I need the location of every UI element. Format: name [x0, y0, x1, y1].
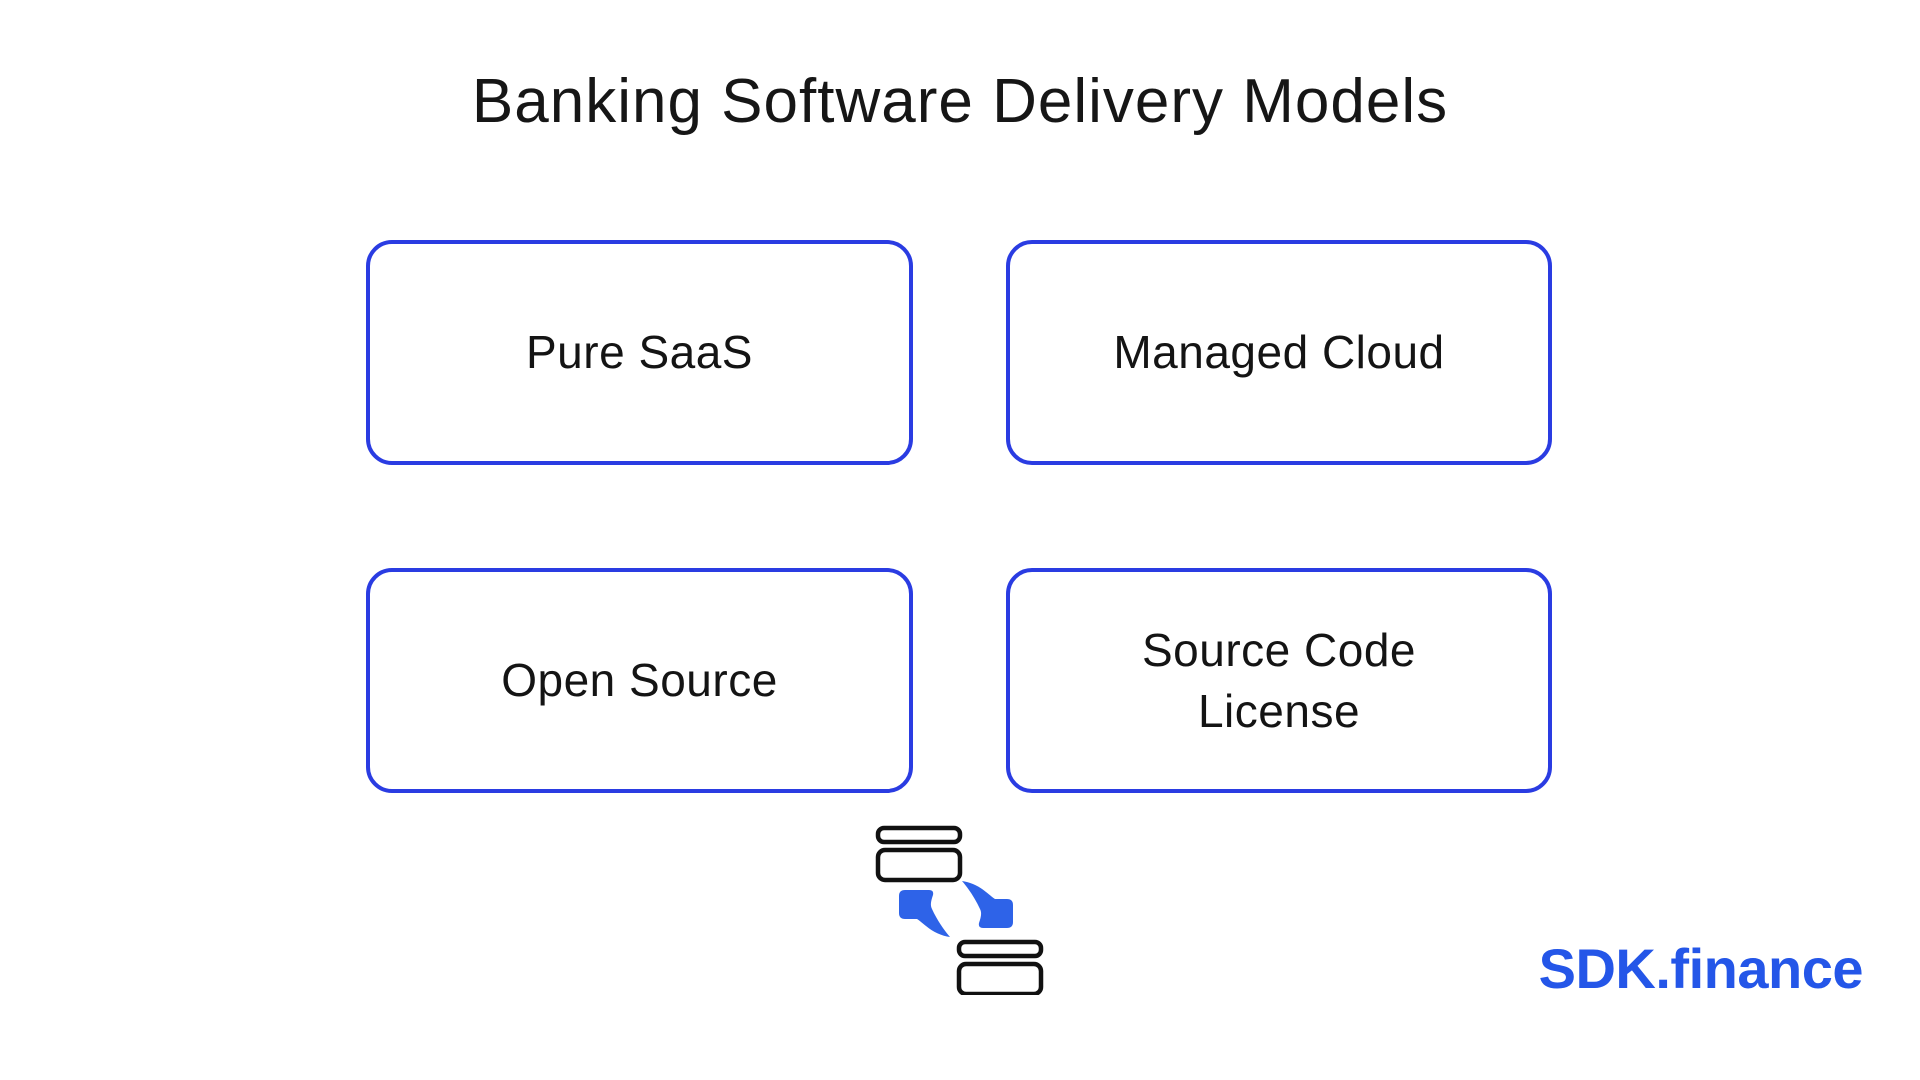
sdk-finance-logo: SDK.finance [1538, 937, 1864, 1000]
card-transfer-icon [875, 823, 1045, 995]
card-bottom [956, 939, 1044, 995]
card-top [875, 825, 963, 883]
model-box-open-source: Open Source [366, 568, 913, 793]
arrow-down-right [962, 881, 1013, 928]
page-title: Banking Software Delivery Models [471, 67, 1449, 136]
model-box-pure-saas: Pure SaaS [366, 240, 913, 465]
model-box-label: Open Source [501, 654, 778, 707]
model-box-source-code-license: Source Code License [1006, 568, 1552, 793]
model-box-label: Source Code License [1142, 623, 1416, 737]
model-box-label: Pure SaaS [526, 326, 753, 379]
model-box-label: Managed Cloud [1113, 326, 1445, 379]
model-box-managed-cloud: Managed Cloud [1006, 240, 1552, 465]
arrow-up-left [899, 890, 950, 937]
